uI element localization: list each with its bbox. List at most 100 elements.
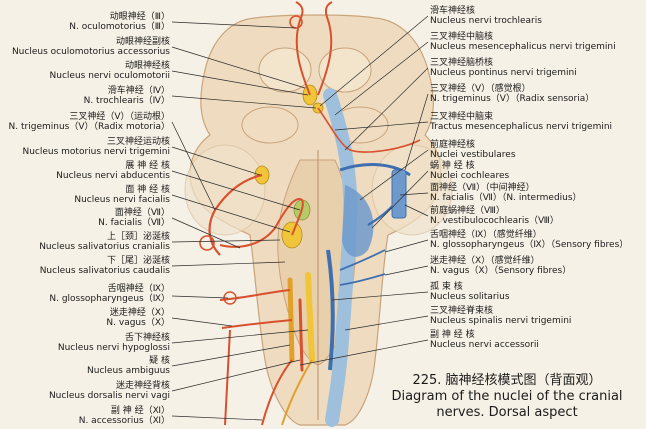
label-accessory-nucleus: 副 神 经 核 Nucleus nervi accessorii — [430, 330, 539, 350]
label-en: N. vestibulocochlearis（Ⅷ） — [430, 216, 559, 226]
label-hypoglossal-nucleus: 舌下神经核 Nucleus nervi hypoglossi — [58, 333, 170, 353]
oculomotor-nerve — [295, 1, 311, 96]
label-en: Nucleus spinalis nervi trigemini — [430, 316, 572, 326]
label-en: Nucleus salivatorius caudalis — [39, 266, 170, 276]
label-vagus-nerve: 迷走神经（Ⅹ） N. vagus（Ⅹ） — [106, 308, 170, 328]
label-zh: 滑车神经（Ⅳ） — [107, 86, 170, 96]
glossopharyngeal-sensory — [339, 249, 386, 271]
label-zh: 三叉神经（Ⅴ）（运动根） — [69, 112, 170, 122]
label-zh: 孤 束 核 — [430, 282, 463, 292]
label-oculomotor-nucleus: 动眼神经核 Nucleus nervi oculomotorii — [50, 61, 170, 81]
label-trochlear-nucleus: 滑车神经核 Nucleus nervi trochlearis — [430, 6, 542, 26]
label-zh: 展 神 经 核 — [125, 161, 170, 171]
label-zh: 动眼神经（Ⅲ） — [109, 12, 170, 22]
label-zh: 动眼神经核 — [124, 61, 170, 71]
label-en: Nucleus nervi trochlearis — [430, 16, 542, 26]
salivatory-loop — [199, 235, 215, 251]
label-zh: 三叉神经运动核 — [106, 137, 170, 147]
label-pontine-trigeminal-nucleus: 三叉神经脑桥核 Nucleus pontinus nervi trigemini — [430, 58, 577, 78]
peduncle-left — [184, 144, 266, 236]
label-en: Nucleus nervi oculomotorii — [49, 71, 170, 81]
label-en: N. trigeminus（Ⅴ）（Radix motoria） — [8, 122, 170, 132]
label-zh: 面神经（Ⅶ）（中间神经） — [430, 183, 535, 193]
label-zh: 蜗 神 经 核 — [430, 161, 475, 171]
label-dorsal-vagal-nucleus: 迷走神经背核 Nucleus dorsalis nervi vagi — [49, 381, 170, 401]
label-accessory-nerve: 副 神 经（Ⅺ） N. accessorius（Ⅺ） — [79, 406, 170, 426]
label-en: N. facialis（Ⅶ）（N. intermedius） — [430, 193, 582, 203]
label-zh: 面 神 经 核 — [125, 185, 170, 195]
right-leader-lines — [299, 15, 429, 366]
label-vagus-sensory: 迷走神经（Ⅹ）（感觉纤维） N. vagus（Ⅹ）（Sensory fibres… — [430, 256, 571, 276]
label-zh: 舌咽神经（Ⅸ）（感觉纤维） — [430, 230, 542, 240]
label-zh: 上［颈］泌涎核 — [106, 232, 170, 242]
label-en: N. oculomotorius（Ⅲ） — [69, 22, 170, 32]
label-trigeminal-motor-root: 三叉神经（Ⅴ）（运动根） N. trigeminus（Ⅴ）（Radix moto… — [9, 112, 170, 132]
label-zh: 三叉神经中脑束 — [430, 112, 494, 122]
label-en: Nucleus nervi hypoglossi — [57, 343, 170, 353]
inferior-colliculus-left — [241, 106, 299, 144]
label-zh: 迷走神经（Ⅹ）（感觉纤维） — [430, 256, 540, 266]
label-zh: 三叉神经（Ⅴ）（感觉根） — [430, 84, 531, 94]
label-zh: 舌咽神经（Ⅸ） — [107, 284, 170, 294]
label-zh: 三叉神经脑桥核 — [430, 58, 494, 68]
caption-zh: 225. 脑神经核模式图（背面观） — [412, 373, 602, 388]
label-en: Tractus mesencephalicus nervi trigemini — [430, 122, 613, 132]
label-en: N. trigeminus（Ⅴ）（Radix sensoria） — [430, 94, 595, 104]
label-zh: 前庭神经核 — [430, 140, 476, 150]
label-en: Nucleus nervi abducentis — [56, 171, 170, 181]
label-en: Nuclei vestibulares — [430, 150, 516, 160]
label-en: N. accessorius（Ⅺ） — [78, 416, 170, 426]
label-en: Nucleus salivatorius cranialis — [39, 242, 170, 252]
label-trochlear-nerve: 滑车神经（Ⅳ） N. trochlearis（Ⅳ） — [84, 86, 170, 106]
label-zh: 动眼神经副核 — [115, 37, 170, 47]
label-oculomotor-nerve: 动眼神经（Ⅲ） N. oculomotorius（Ⅲ） — [69, 12, 170, 32]
label-solitary-nucleus: 孤 束 核 Nucleus solitarius — [430, 282, 510, 302]
label-zh: 迷走神经（Ⅹ） — [109, 308, 170, 318]
label-en: Nucleus motorius nervi trigemini — [22, 147, 170, 157]
label-en: Nucleus pontinus nervi trigemini — [430, 68, 577, 78]
label-cochlear-nuclei: 蜗 神 经 核 Nuclei cochleares — [430, 161, 509, 181]
label-zh: 三叉神经中脑核 — [430, 32, 494, 42]
label-en: Nucleus ambiguus — [87, 366, 170, 376]
hypoglossal-nucleus — [305, 272, 315, 363]
label-en: N. glossopharyngeus（Ⅸ）（Sensory fibres） — [430, 240, 629, 250]
label-glossopharyngeal-nerve: 舌咽神经（Ⅸ） N. glossopharyngeus（Ⅸ） — [49, 284, 170, 304]
caption-en-line2: nerves. Dorsal aspect — [436, 405, 578, 420]
label-trigeminal-motor-nucleus: 三叉神经运动核 Nucleus motorius nervi trigemini — [22, 137, 170, 157]
hypoglossal-nerve — [281, 359, 313, 426]
label-en: Nucleus solitarius — [430, 292, 510, 302]
label-en: N. trochlearis（Ⅳ） — [83, 96, 170, 106]
label-en: N. vagus（Ⅹ） — [106, 318, 170, 328]
right-nerve-stump — [391, 169, 407, 219]
label-en: N. facialis（Ⅶ） — [98, 218, 170, 228]
label-trigeminal-sensory-root: 三叉神经（Ⅴ）（感觉根） N. trigeminus（Ⅴ）（Radix sens… — [430, 84, 594, 104]
label-zh: 下［尾］泌涎核 — [106, 256, 170, 266]
label-facial-nerve: 面神经（Ⅶ） N. facialis（Ⅶ） — [98, 208, 170, 228]
label-en: Nucleus nervi accessorii — [430, 340, 539, 350]
trochlear-nerve — [317, 107, 421, 153]
glossopharyngeal-nerve — [219, 289, 291, 301]
figure-caption: 225. 脑神经核模式图（背面观） Diagram of the nuclei … — [372, 373, 642, 421]
label-zh: 疑 核 — [149, 356, 170, 366]
label-zh: 副 神 经（Ⅺ） — [110, 406, 170, 416]
label-facial-nucleus: 面 神 经 核 Nucleus nervi facialis — [74, 185, 170, 205]
superior-colliculus-right — [318, 47, 372, 93]
label-oculomotor-accessory-nucleus: 动眼神经副核 Nucleus oculomotorius accessorius — [12, 37, 170, 57]
label-zh: 舌下神经核 — [124, 333, 170, 343]
label-en: Nucleus mesencephalicus nervi trigemini — [430, 42, 616, 52]
label-en: Nucleus dorsalis nervi vagi — [48, 391, 170, 401]
label-zh: 面神经（Ⅶ） — [114, 208, 170, 218]
label-abducens-nucleus: 展 神 经 核 Nucleus nervi abducentis — [56, 161, 170, 181]
label-nucleus-ambiguus: 疑 核 Nucleus ambiguus — [87, 356, 170, 376]
vagus-sensory — [339, 273, 386, 286]
label-zh: 三叉神经脊束核 — [430, 306, 494, 316]
solitary-nucleus — [326, 249, 335, 371]
caption-en-line1: Diagram of the nuclei of the cranial — [391, 389, 623, 404]
trigeminal-sensory-column — [323, 88, 358, 427]
label-zh: 滑车神经核 — [430, 6, 476, 16]
vagus-nerve — [221, 319, 293, 329]
facial-nerve — [219, 198, 304, 248]
vestibular-nuclei — [342, 185, 374, 257]
label-superior-salivatory-nucleus: 上［颈］泌涎核 Nucleus salivatorius cranialis — [39, 232, 170, 252]
